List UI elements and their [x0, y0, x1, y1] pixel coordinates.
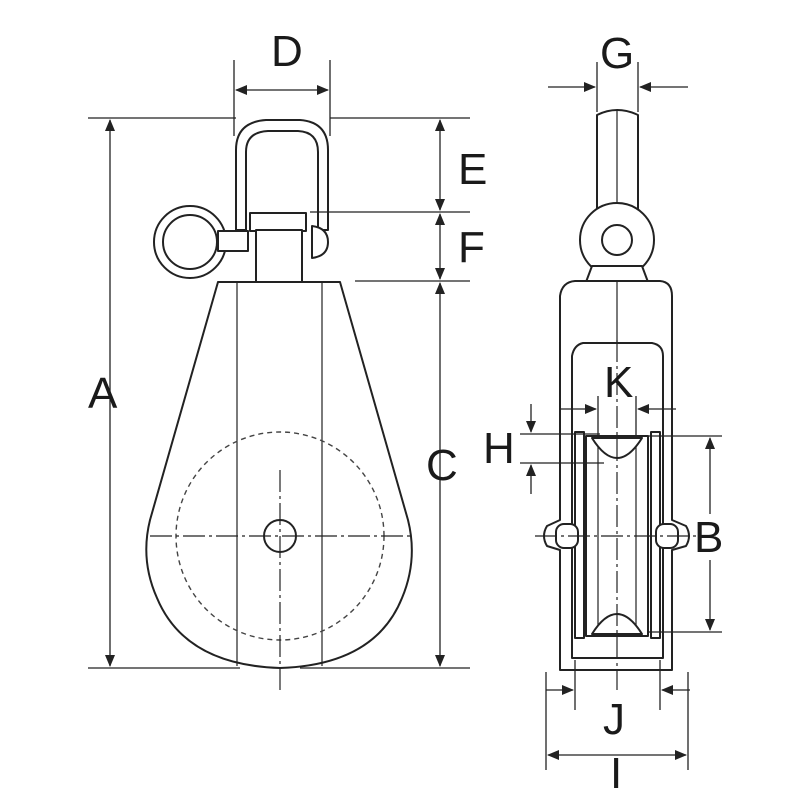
- label-e: E: [458, 145, 487, 194]
- dimension-d: D: [233, 27, 331, 136]
- label-g: G: [600, 29, 634, 78]
- dimension-b: B: [648, 435, 723, 633]
- pin-cap: [311, 225, 329, 259]
- dimension-k: K: [560, 358, 676, 436]
- block-cheek: [145, 281, 413, 669]
- swivel-neck: [585, 265, 649, 283]
- label-i: I: [610, 749, 622, 798]
- front-view: [145, 119, 413, 690]
- label-c: C: [426, 441, 458, 490]
- side-view: [535, 109, 700, 690]
- dimension-e-f-c: E F C: [300, 117, 487, 669]
- label-h: H: [483, 424, 515, 473]
- swivel-head: [255, 229, 303, 283]
- dimension-j: J: [546, 660, 690, 744]
- label-a: A: [88, 369, 118, 418]
- label-d: D: [271, 27, 303, 76]
- pin-stem: [217, 230, 249, 252]
- swivel-head-top: [249, 212, 307, 232]
- label-b: B: [694, 513, 723, 562]
- label-f: F: [458, 223, 485, 272]
- pin-ring-inner: [162, 214, 218, 270]
- dimension-h: H: [483, 404, 604, 494]
- label-j: J: [603, 695, 625, 744]
- label-k: K: [604, 358, 633, 407]
- dimension-a: A: [88, 117, 240, 669]
- dimension-i: I: [545, 672, 689, 798]
- swivel-eye-hole: [601, 224, 633, 256]
- dimension-g: G: [548, 29, 688, 112]
